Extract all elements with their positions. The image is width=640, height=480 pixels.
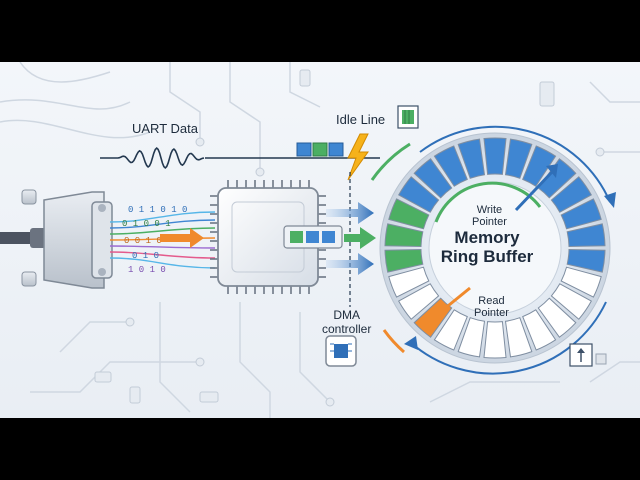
outer-rotation-arrow-bottom xyxy=(409,301,607,375)
chip-buffer-bits xyxy=(283,225,343,249)
idle-bit-1 xyxy=(296,142,312,157)
ring-buffer-segment xyxy=(566,248,606,273)
ring-buffer-segment xyxy=(537,297,577,338)
ring-buffer-segment xyxy=(384,248,424,273)
diagram-panel: 0 1 1 0 1 0 0 1 0 0 1 0 0 1 0 0 1 0 1 0 … xyxy=(0,62,640,418)
uart-signal xyxy=(100,105,419,307)
ring-buffer-segment xyxy=(550,176,592,213)
memory-title-line1: Memory xyxy=(454,228,520,247)
ring-buffer-segment xyxy=(483,321,507,359)
dma-controller-label: DMA controller xyxy=(322,308,371,336)
input-arrow-icon xyxy=(160,228,204,248)
read-pointer-arrow xyxy=(437,286,471,316)
dma-label-line1: DMA xyxy=(333,308,361,322)
microcontroller-chip xyxy=(210,180,326,294)
outer-rotation-arrowhead-top xyxy=(604,192,616,208)
inner-circulation-arc xyxy=(434,181,542,223)
small-chip-icon xyxy=(397,105,419,129)
uart-data-label: UART Data xyxy=(132,121,198,136)
read-pointer-label: Read Pointer xyxy=(474,295,509,319)
ring-buffer-segment xyxy=(433,145,468,187)
write-pointer-arrowhead xyxy=(546,164,558,178)
ring-buffer-segment xyxy=(457,317,486,358)
ring-buffer-segment xyxy=(388,198,430,230)
dma-label-line2: controller xyxy=(322,322,372,336)
ring-buffer-segment xyxy=(550,283,592,320)
ring-buffer-segment xyxy=(504,317,533,358)
ring-buffer-segment xyxy=(398,283,440,320)
outer-rotation-arrowhead-bottom xyxy=(404,336,418,350)
bit-stream-3: 0 0 1 0 xyxy=(124,236,162,246)
write-pointer-label-line2: Pointer xyxy=(472,216,507,228)
ring-buffer-segment xyxy=(483,137,507,175)
outer-rotation-arrow-top xyxy=(419,125,611,203)
bit-stream-2: 0 1 0 0 1 xyxy=(122,219,171,229)
ring-buffer-segment xyxy=(504,138,533,179)
read-pointer-label-line1: Read xyxy=(478,295,505,307)
memory-title-line2: Ring Buffer xyxy=(440,247,534,266)
green-flow-arc xyxy=(370,142,411,181)
bit-stream-4: 0 1 0 xyxy=(132,251,159,261)
write-pointer-label-line1: Write xyxy=(476,204,503,216)
lightning-bolt-icon xyxy=(347,133,369,181)
circuit-pads xyxy=(94,69,605,407)
ring-buffer-segment xyxy=(398,176,440,213)
uart-dma-ring-buffer-diagram: 0 1 1 0 1 0 0 1 0 0 1 0 0 1 0 0 1 0 1 0 … xyxy=(0,62,640,418)
idle-line-label: Idle Line xyxy=(336,112,386,127)
orange-flow-arc xyxy=(382,329,405,354)
ring-buffer-segment xyxy=(433,309,468,351)
ring-buffer-segment xyxy=(522,309,557,351)
write-pointer-arrow xyxy=(514,170,554,212)
data-streams xyxy=(109,211,216,269)
small-component-icon xyxy=(569,343,607,367)
ring-buffer-segment xyxy=(537,158,577,199)
ring-buffer-segment xyxy=(566,223,606,248)
ring-buffer xyxy=(370,125,616,375)
dma-chip-icon xyxy=(325,335,357,367)
serial-connector xyxy=(0,189,113,289)
idle-bit-3 xyxy=(328,142,344,157)
ring-buffer-segment xyxy=(388,266,430,298)
idle-bit-2 xyxy=(312,142,328,157)
read-pointer-label-line2: Pointer xyxy=(474,307,509,319)
ring-buffer-segment xyxy=(457,138,486,179)
read-pointer-arrowhead xyxy=(430,310,442,322)
memory-ring-buffer-title: Memory Ring Buffer xyxy=(432,228,542,266)
circuit-traces xyxy=(0,62,640,418)
ring-buffer-segment xyxy=(522,145,557,187)
write-pointer-label: Write Pointer xyxy=(472,204,507,228)
ring-buffer-segment xyxy=(413,158,453,199)
ring-buffer-segment xyxy=(384,223,424,248)
bit-stream-1: 0 1 1 0 1 0 xyxy=(128,205,187,215)
uart-waveform xyxy=(100,146,205,170)
ring-buffer-segment xyxy=(560,198,602,230)
bit-stream-5: 1 0 1 0 xyxy=(128,265,166,275)
ring-buffer-segment xyxy=(560,266,602,298)
transfer-arrows xyxy=(326,202,376,275)
